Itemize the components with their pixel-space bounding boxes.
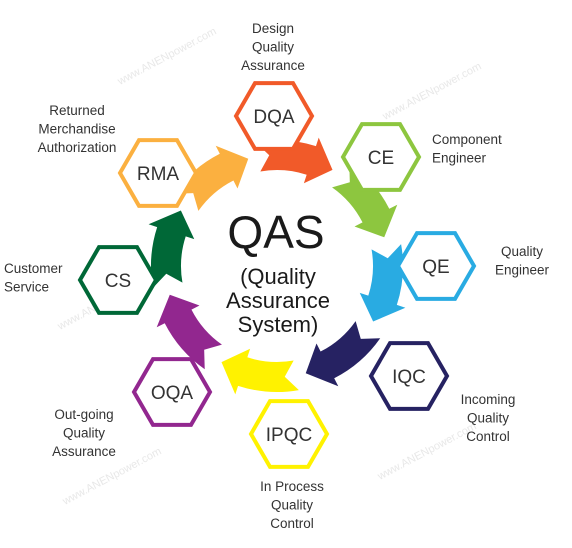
hexagon-shape [340,122,422,192]
cycle-arrows [148,137,406,395]
node-oqa: OQA [131,357,213,427]
watermark-text: www.ANENpower.com [375,420,479,483]
cycle-arrow-rma [173,145,249,211]
node-description-line: Engineer [495,263,550,278]
watermark-text: www.ANENpower.com [380,60,484,123]
center-subtitle-line: Assurance [226,288,330,313]
node-description-line: Quality [252,40,294,55]
node-description-line: Design [252,21,294,36]
node-ce: CE [340,122,422,192]
node-description-line: Assurance [52,444,116,459]
node-description-line: Quality [271,498,313,513]
node-iqc: IQC [368,341,450,411]
node-code-label: QE [422,257,449,278]
node-code-label: DQA [253,107,295,128]
hexagon-shape [233,81,315,151]
cycle-arrow-ipqc [221,348,299,395]
node-description-line: Customer [4,261,63,276]
node-code-label: CS [105,271,131,292]
node-code-label: IQC [392,367,426,388]
node-description-line: Quality [467,411,509,426]
hexagon-shape [368,341,450,411]
node-description-line: Incoming [461,392,516,407]
node-dqa: DQA [233,81,315,151]
node-hexagons: DQA CE QE IQC IPQC OQA CS RMA [77,81,477,469]
node-description-line: Service [4,280,49,295]
node-code-label: CE [368,148,394,169]
watermark-text: www.ANENpower.com [115,25,219,88]
node-description-line: Out-going [54,407,113,422]
hexagon-shape [395,231,477,301]
cycle-arrow-iqc [305,321,381,387]
node-description-line: Quality [63,426,105,441]
node-ipqc: IPQC [248,399,330,469]
cycle-arrow-oqa [156,294,222,370]
cycle-arrow-cs [148,210,195,288]
node-description-line: Engineer [432,151,487,166]
center-subtitle-line: (Quality [240,264,316,289]
node-description-line: Control [466,429,510,444]
center-subtitle-line: System) [238,312,319,337]
center-title: QAS [227,206,324,258]
cycle-arrow-qe [359,244,406,322]
hexagon-shape [248,399,330,469]
hexagon-shape [77,245,159,315]
node-rma: RMA [117,138,199,208]
node-cs: CS [77,245,159,315]
node-code-label: IPQC [266,425,312,446]
node-description-line: Assurance [241,58,305,73]
node-description-line: Returned [49,103,105,118]
node-code-label: OQA [151,383,194,404]
hexagon-shape [117,138,199,208]
node-description-line: Quality [501,244,543,259]
node-description-line: Authorization [38,140,117,155]
node-description-line: Component [432,132,502,147]
node-code-label: RMA [137,164,180,185]
hexagon-shape [131,357,213,427]
node-qe: QE [395,231,477,301]
cycle-arrow-ce [332,162,398,238]
node-description-line: Merchandise [38,122,115,137]
node-description-line: In Process [260,479,324,494]
node-description-line: Control [270,516,314,531]
